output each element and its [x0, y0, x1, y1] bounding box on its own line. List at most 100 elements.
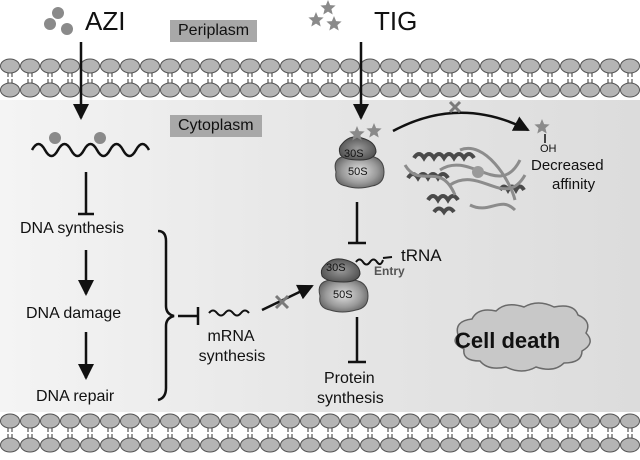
azi-label: AZI	[85, 6, 126, 36]
lipid-molecule	[260, 413, 280, 453]
lipid-molecule	[560, 58, 580, 98]
lipid-molecule	[620, 58, 640, 98]
dna-damage-label: DNA damage	[26, 305, 122, 322]
lipid-molecule	[0, 413, 20, 453]
lipid-molecule	[540, 413, 560, 453]
cell-death-cloud	[454, 302, 591, 372]
modified-tig-icon	[534, 119, 550, 134]
lipid-molecule	[160, 413, 180, 453]
dna-synthesis-label: DNA synthesis	[20, 220, 125, 237]
lipid-molecule	[180, 58, 200, 98]
lipid-molecule	[200, 58, 220, 98]
lipid-molecule	[360, 58, 380, 98]
mrna-strand-icon	[208, 309, 250, 317]
inhibition-dna-synthesis	[78, 172, 94, 216]
lipid-molecule	[360, 413, 380, 453]
lipid-molecule	[140, 413, 160, 453]
lipid-molecule	[220, 58, 240, 98]
lipid-molecule	[340, 413, 360, 453]
trna-strand-icon	[355, 258, 384, 266]
lipid-molecule	[600, 58, 620, 98]
mrna-label-line1: mRNA	[207, 328, 255, 345]
lipid-molecule	[540, 58, 560, 98]
alpha-helix	[432, 206, 456, 216]
outer-membrane-bilayer	[0, 58, 640, 98]
mrna-label-line2: synthesis	[198, 348, 266, 365]
inhibition-protein-synthesis	[348, 317, 366, 364]
lipid-molecule	[60, 413, 80, 453]
lipid-molecule	[520, 413, 540, 453]
lipid-molecule	[320, 413, 340, 453]
lipid-molecule	[440, 58, 460, 98]
inhibition-mrna-synthesis	[178, 307, 200, 325]
lipid-molecule	[200, 413, 220, 453]
lipid-molecule	[280, 58, 300, 98]
cell-death-label: Cell death	[455, 328, 561, 353]
decreased-label: Decreased	[531, 157, 604, 174]
ribosome-30s-upper-label: 30S	[344, 148, 364, 160]
bound-azi-dot	[49, 132, 61, 144]
ribosome-30s-lower	[320, 258, 361, 283]
lipid-molecule	[140, 58, 160, 98]
oh-label: OH	[540, 143, 557, 155]
lipid-molecule	[420, 58, 440, 98]
lipid-molecule	[0, 58, 20, 98]
lipid-molecule	[300, 413, 320, 453]
affinity-label: affinity	[552, 176, 596, 193]
lipid-molecule	[260, 58, 280, 98]
lipid-molecule	[600, 413, 620, 453]
lipid-molecule	[420, 413, 440, 453]
beta-sheet	[459, 146, 517, 201]
star-icon	[366, 123, 382, 138]
beta-sheet	[469, 202, 517, 212]
lipid-molecule	[580, 413, 600, 453]
azi-molecule-icon	[44, 7, 73, 35]
star-icon	[534, 119, 550, 134]
lipid-molecule	[40, 58, 60, 98]
trna-pointer	[382, 256, 393, 259]
lipid-molecule	[340, 58, 360, 98]
entry-label: Entry	[374, 264, 405, 278]
lipid-molecule	[300, 58, 320, 98]
lipid-molecule	[560, 413, 580, 453]
lipid-molecule	[400, 58, 420, 98]
lipid-molecule	[60, 58, 80, 98]
lipid-molecule	[620, 413, 640, 453]
lipid-molecule	[380, 413, 400, 453]
ribosome-50s-upper-label: 50S	[348, 166, 368, 178]
alpha-helix	[426, 194, 460, 204]
lipid-molecule	[480, 58, 500, 98]
protein-label-line1: Protein	[324, 370, 375, 387]
bound-azi-dot	[94, 132, 106, 144]
dna-repair-label: DNA repair	[36, 388, 115, 405]
tig-molecule-icon	[308, 0, 342, 31]
lipid-molecule	[100, 58, 120, 98]
lipid-molecule	[240, 58, 260, 98]
star-icon	[326, 16, 342, 31]
lipid-molecule	[120, 413, 140, 453]
lipid-molecule	[500, 413, 520, 453]
pathway-brace	[157, 229, 175, 402]
protein-label-line2: synthesis	[317, 390, 384, 407]
lipid-molecule	[520, 58, 540, 98]
beta-sheet	[449, 174, 527, 191]
ribosome-lower	[318, 258, 369, 313]
lipid-molecule	[160, 58, 180, 98]
bound-tig-icon	[349, 123, 382, 141]
lipid-molecule	[40, 413, 60, 453]
ribosome-50s-lower-label: 50S	[333, 289, 353, 301]
lipid-molecule	[80, 58, 100, 98]
dna-strand-icon	[30, 142, 151, 158]
blocked-x-icon	[274, 294, 290, 310]
lipid-molecule	[400, 413, 420, 453]
lipid-molecule	[100, 413, 120, 453]
star-icon	[308, 12, 324, 27]
star-icon	[349, 126, 365, 141]
ribosome-upper	[334, 136, 385, 189]
alpha-helix	[412, 152, 476, 162]
star-icon	[320, 0, 336, 15]
lipid-molecule	[460, 58, 480, 98]
enzyme-structure-icon	[403, 146, 527, 216]
